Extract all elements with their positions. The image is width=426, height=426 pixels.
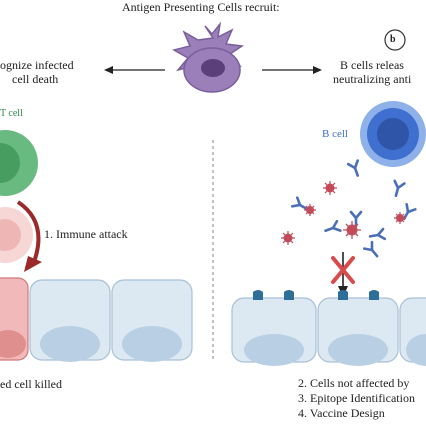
- virus-icon: [394, 212, 406, 224]
- t-cell-icon: [0, 130, 38, 196]
- receptor-icon: [284, 290, 294, 300]
- antibody-icon: [363, 240, 379, 258]
- receptor-icon: [369, 290, 379, 300]
- virus-group: [281, 181, 406, 245]
- b-cell-icon: [360, 101, 426, 167]
- right-caption-line2: neutralizing anti: [333, 72, 412, 86]
- antibody-icon: [346, 159, 360, 177]
- antibody-icon: [291, 196, 309, 211]
- step-2-label: 2. Cells not affected by: [298, 376, 410, 390]
- arrow-to-right-icon: [262, 66, 322, 74]
- receptor-icon: [253, 290, 263, 300]
- badge-b-icon: [384, 29, 406, 51]
- healthy-cell: [29, 279, 111, 362]
- diagram-title: Antigen Presenting Cells recruit:: [122, 0, 280, 14]
- antibody-icon: [393, 179, 406, 198]
- healthy-cell: [317, 297, 399, 366]
- attack-arrow-icon: [16, 200, 42, 272]
- antibody-icon: [349, 210, 363, 228]
- left-caption-line2: cell death: [12, 72, 59, 86]
- step-3-label: 3. Epitope Identification: [298, 391, 415, 405]
- right-caption-line1: B cells releas: [340, 58, 404, 72]
- virus-icon: [343, 221, 361, 239]
- healthy-cell: [111, 279, 193, 362]
- healthy-cell: [231, 297, 317, 366]
- t-cell-label: T cell: [0, 108, 23, 119]
- healthy-cell: [399, 297, 426, 366]
- receptor-icon: [338, 290, 348, 300]
- attack-glow-icon: [0, 207, 33, 263]
- virus-icon: [281, 231, 295, 245]
- arrow-to-left-icon: [104, 66, 165, 74]
- antibody-icon: [324, 219, 342, 233]
- left-caption-line1: ognize infected: [0, 58, 74, 72]
- receptors-group: [253, 290, 379, 300]
- antibody-icon: [368, 227, 387, 241]
- step-4-label: 4. Vaccine Design: [298, 406, 385, 420]
- infected-cell: [0, 277, 29, 361]
- virus-icon: [323, 181, 337, 195]
- b-cell-label: B cell: [322, 128, 348, 140]
- apc-cell-icon: [172, 21, 245, 93]
- immune-attack-label: 1. Immune attack: [44, 227, 128, 241]
- virus-icon: [304, 204, 316, 216]
- cell-killed-label: ed cell killed: [0, 377, 62, 391]
- badge-b-label: b: [390, 34, 396, 45]
